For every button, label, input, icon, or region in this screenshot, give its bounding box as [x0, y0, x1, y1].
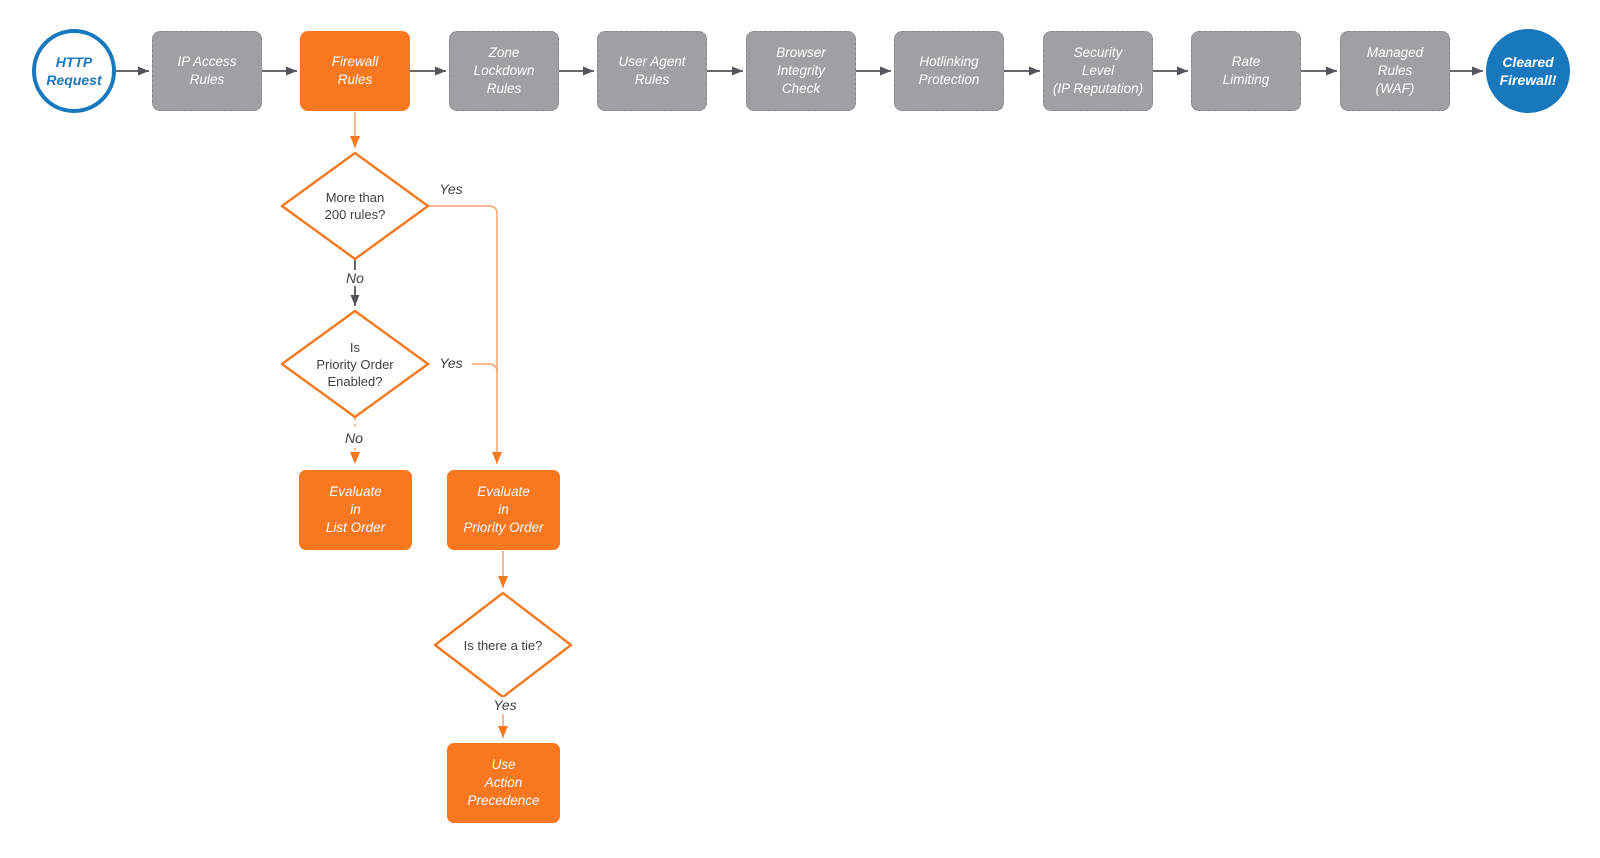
node-rate-limiting: Rate Limiting	[1191, 31, 1301, 111]
node-user-agent-rules: User Agent Rules	[597, 31, 707, 111]
decision-is-there-a-tie-label: Is there a tie?	[463, 637, 543, 653]
edge-decision1-yes	[428, 205, 502, 464]
edge-label-decision3-yes: Yes	[484, 697, 526, 713]
decision-priority-order-enabled-label: Is Priority Order Enabled?	[316, 339, 394, 389]
edge-decision2-yes	[428, 363, 498, 373]
node-zone-lockdown-rules: Zone Lockdown Rules	[449, 31, 559, 111]
node-use-action-precedence: Use Action Precedence	[447, 743, 560, 823]
edge-label-decision2-yes: Yes	[430, 355, 472, 371]
node-evaluate-in-list-order: Evaluate in List Order	[299, 470, 412, 550]
edge-label-decision1-no: No	[337, 270, 373, 286]
node-hotlinking-protection: Hotlinking Protection	[894, 31, 1004, 111]
decision-priority-order-enabled-shape	[280, 309, 430, 419]
decision-more-than-200-rules-shape	[280, 151, 430, 261]
node-firewall-rules: Firewall Rules	[300, 31, 410, 111]
decision-more-than-200-rules-label: More than 200 rules?	[324, 190, 386, 222]
node-evaluate-in-priority-order: Evaluate in Priority Order	[447, 470, 560, 550]
node-browser-integrity-check: Browser Integrity Check	[746, 31, 856, 111]
edge-label-decision1-yes: Yes	[430, 181, 472, 197]
node-ip-access-rules: IP Access Rules	[152, 31, 262, 111]
node-security-level: Security Level (IP Reputation)	[1043, 31, 1153, 111]
edge-label-decision2-no: No	[336, 430, 372, 446]
node-managed-rules-waf: Managed Rules (WAF)	[1340, 31, 1450, 111]
node-cleared-firewall: Cleared Firewall!	[1486, 29, 1570, 113]
node-http-request: HTTP Request	[32, 29, 116, 113]
